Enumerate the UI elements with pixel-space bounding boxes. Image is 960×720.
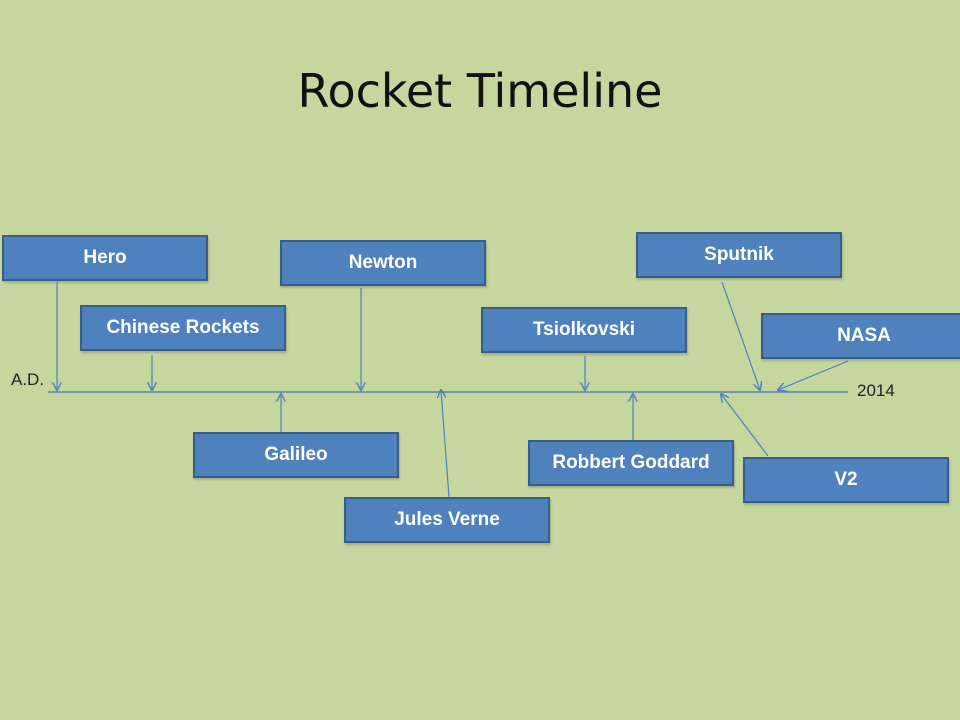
event-box-jules-verne: Jules Verne (344, 497, 550, 543)
page-title: Rocket Timeline (297, 64, 663, 118)
event-box-v2: V2 (743, 457, 949, 503)
event-box-robbert-goddard: Robbert Goddard (528, 440, 734, 486)
event-label-v2: V2 (834, 469, 858, 490)
event-box-nasa: NASA (761, 313, 960, 359)
axis-start-label: A.D. (11, 370, 45, 389)
event-box-galileo: Galileo (193, 432, 399, 478)
event-label-galileo: Galileo (264, 444, 328, 465)
event-box-chinese-rockets: Chinese Rockets (80, 305, 286, 351)
event-label-nasa: NASA (837, 325, 891, 346)
connector-jules-verne (441, 390, 450, 498)
event-label-jules-verne: Jules Verne (394, 509, 500, 530)
event-label-hero: Hero (83, 247, 127, 268)
event-label-chinese-rockets: Chinese Rockets (106, 317, 260, 338)
event-box-newton: Newton (280, 240, 486, 286)
event-box-hero: Hero (2, 235, 208, 281)
event-label-newton: Newton (348, 252, 418, 273)
event-label-robbert-goddard: Robbert Goddard (552, 452, 710, 473)
event-label-sputnik: Sputnik (704, 244, 774, 265)
connector-sputnik (721, 281, 760, 390)
connector-nasa (778, 360, 849, 390)
event-box-tsiolkovski: Tsiolkovski (481, 307, 687, 353)
event-label-tsiolkovski: Tsiolkovski (532, 319, 636, 340)
event-box-sputnik: Sputnik (636, 232, 842, 278)
axis-end-label: 2014 (857, 381, 895, 400)
